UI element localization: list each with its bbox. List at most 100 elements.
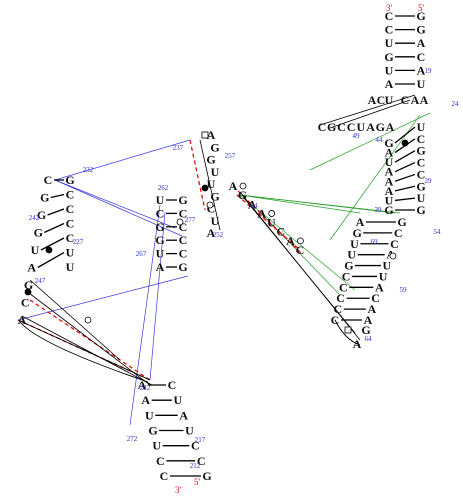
nucleotide: C xyxy=(179,206,188,220)
nucleotide: G xyxy=(34,226,43,240)
base-pair xyxy=(40,237,65,251)
nucleotide: G xyxy=(416,179,425,193)
base-pair xyxy=(394,185,416,192)
nucleotide: C xyxy=(337,120,346,134)
nucleotide: G xyxy=(344,259,353,273)
nucleotide: G xyxy=(376,120,385,134)
residue-number: 64 xyxy=(365,335,373,343)
non-canonical-mark xyxy=(297,237,304,245)
nucleotide: U xyxy=(417,191,426,205)
nucleotide: A xyxy=(386,120,395,134)
nucleotide: A xyxy=(286,234,295,248)
base-pair xyxy=(50,193,65,199)
nucleotide: A xyxy=(366,120,375,134)
nucleotide: A xyxy=(27,261,36,275)
nucleotide: C xyxy=(318,120,327,134)
nucleotide: U xyxy=(417,77,426,91)
backbone xyxy=(334,319,361,346)
nucleotide: U xyxy=(385,193,394,207)
base-pair xyxy=(394,150,416,163)
residue-number: 267 xyxy=(136,250,147,258)
strand-end-label: 3' xyxy=(386,3,393,13)
blue-tertiary-link xyxy=(17,275,189,321)
residue-number: 29 xyxy=(425,177,433,185)
long-range-link xyxy=(29,279,121,361)
nucleotide: C xyxy=(390,237,399,251)
nucleotide: C xyxy=(296,243,305,257)
nucleotide: C xyxy=(156,206,165,220)
non-canonical-mark xyxy=(239,182,247,190)
nucleotide: A xyxy=(248,197,257,211)
base-pair xyxy=(394,197,416,202)
nucleotide: G xyxy=(65,173,74,187)
residue-number: 242 xyxy=(29,214,40,222)
nucleotide: G xyxy=(24,278,33,292)
nucleotide: U xyxy=(152,439,161,453)
base-pair xyxy=(43,222,65,234)
residue-number: 19 xyxy=(425,67,433,75)
nucleotide: G xyxy=(37,208,46,222)
nucleotide: C xyxy=(156,454,165,468)
residue-number: 262 xyxy=(158,184,169,192)
nucleotide: U xyxy=(350,237,359,251)
strand-end-label: 3' xyxy=(175,485,182,495)
nucleotide: C xyxy=(21,296,30,310)
nucleotide: C xyxy=(417,167,426,181)
nucleotide: A xyxy=(179,408,188,422)
residue-number: 54 xyxy=(434,228,442,236)
nucleotide: C xyxy=(277,225,286,239)
nucleotide: C xyxy=(44,173,53,187)
nucleotide: U xyxy=(211,214,220,228)
nucleotide: A xyxy=(411,93,420,107)
residue-number: 217 xyxy=(195,436,206,444)
nucleotide: G xyxy=(210,140,219,154)
nucleotide: U xyxy=(385,36,394,50)
long-range-link xyxy=(24,289,151,386)
nucleotide: G xyxy=(202,469,211,483)
nucleotide: C xyxy=(179,220,188,234)
nucleotide: U xyxy=(185,424,194,438)
nucleotide: A xyxy=(364,313,373,327)
nucleotide: U xyxy=(385,63,394,77)
non-canonical-mark xyxy=(176,218,184,226)
blue-tertiary-link xyxy=(129,204,161,426)
nucleotide: G xyxy=(178,193,187,207)
nucleotide: G xyxy=(155,220,164,234)
nucleotide: A xyxy=(141,393,150,407)
nucleotide: A xyxy=(207,128,216,142)
blue-tertiary-link xyxy=(54,139,191,181)
long-range-link xyxy=(319,94,416,126)
green-tertiary-link xyxy=(309,112,431,171)
base-pair xyxy=(394,173,416,182)
nucleotide: U xyxy=(347,248,356,262)
nucleotide: U xyxy=(173,393,182,407)
nucleotide: A xyxy=(420,93,429,107)
nucleotide: G xyxy=(148,424,157,438)
long-range-link xyxy=(329,99,411,129)
nucleotide: G xyxy=(416,9,425,23)
red-dashed-tertiary-link xyxy=(29,299,151,381)
residue-number: 69 xyxy=(371,238,379,246)
base-pair xyxy=(394,161,416,173)
nucleotide: C xyxy=(385,23,394,37)
green-tertiary-link xyxy=(239,194,401,214)
nucleotide: C xyxy=(179,233,188,247)
nucleotide: U xyxy=(145,408,154,422)
long-range-link xyxy=(21,315,153,386)
nucleotide: G xyxy=(384,136,393,150)
nucleotide: C xyxy=(394,226,403,240)
residue-number: 232 xyxy=(83,166,94,174)
nucleotide: C xyxy=(66,188,75,202)
long-range-link xyxy=(199,139,221,231)
nucleotide: G xyxy=(238,188,247,202)
nucleotide: G xyxy=(416,23,425,37)
residue-number: 252 xyxy=(213,231,224,239)
nucleotide: C xyxy=(371,291,380,305)
nucleotide: A xyxy=(385,146,394,160)
nucleotide: A xyxy=(385,77,394,91)
base-pair xyxy=(37,251,65,269)
nucleotide: C xyxy=(347,120,356,134)
nucleotide: G xyxy=(40,191,49,205)
nucleotide: C xyxy=(168,378,177,392)
residue-number: 272 xyxy=(127,435,138,443)
